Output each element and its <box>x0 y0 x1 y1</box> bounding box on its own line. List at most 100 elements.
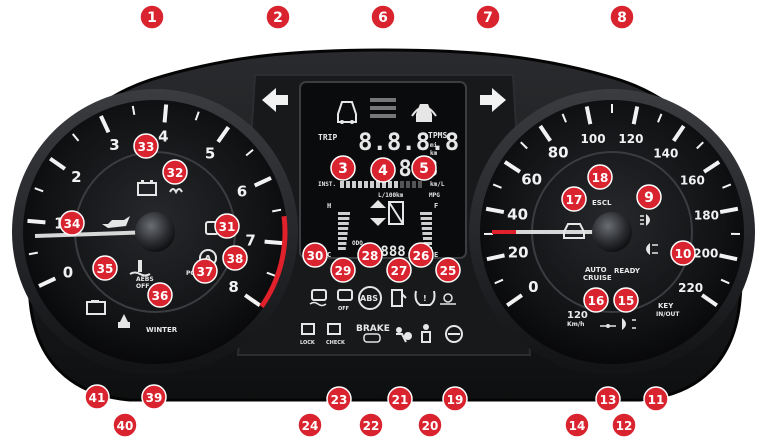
tire-pressure-icon: ! <box>414 290 436 306</box>
svg-text:7: 7 <box>483 10 493 26</box>
svg-text:40: 40 <box>117 419 134 433</box>
abs-icon: ABS <box>358 286 382 310</box>
callout-30: 30 <box>302 242 328 268</box>
tach-minor-tick <box>71 133 80 142</box>
speedo-tick-label: 60 <box>521 170 542 188</box>
tach-tick-label: 2 <box>71 168 81 186</box>
callout-1: 1 <box>139 4 165 30</box>
svg-text:31: 31 <box>219 220 236 234</box>
auto-cruise-label-1: AUTO <box>585 266 607 274</box>
svg-text:!: ! <box>423 294 427 303</box>
callout-34: 34 <box>59 210 85 236</box>
temp-bar-segment <box>338 212 350 215</box>
svg-text:1: 1 <box>147 10 157 26</box>
fuel-bar-segment <box>420 217 432 220</box>
high-beam-icon <box>600 324 616 328</box>
svg-text:24: 24 <box>302 419 319 433</box>
speedo-minor-tick <box>494 278 504 285</box>
tach-minor-tick <box>28 251 38 256</box>
inst-bar-segment <box>418 181 422 188</box>
speedo-tick-label: 160 <box>680 173 705 187</box>
coolant-temp-icon <box>129 260 151 277</box>
svg-text:2: 2 <box>273 10 283 26</box>
callout-26: 26 <box>408 242 434 268</box>
speedo-major-tick <box>700 293 718 308</box>
callout-9: 9 <box>636 184 662 210</box>
speedo-tick-label: 220 <box>678 281 703 295</box>
svg-text:12: 12 <box>616 419 633 433</box>
callout-21: 21 <box>387 386 413 412</box>
svg-text:30: 30 <box>307 249 324 263</box>
callout-27: 27 <box>386 257 412 283</box>
speedo-tick-label: 40 <box>507 206 528 224</box>
callout-19: 19 <box>442 386 468 412</box>
tach-minor-tick <box>266 271 276 277</box>
lcd-mpg-label: MPG <box>429 192 440 199</box>
inst-bar-segment <box>406 181 410 188</box>
aebs-off-label-2: OFF <box>136 283 149 290</box>
temp-bar-segment <box>338 247 346 250</box>
tach-tick-label: 7 <box>245 231 255 249</box>
svg-text:17: 17 <box>566 193 583 207</box>
callout-13: 13 <box>595 386 621 412</box>
fuel-icon <box>391 289 407 307</box>
svg-text:21: 21 <box>392 393 409 407</box>
inst-bar-segment <box>412 181 416 188</box>
svg-text:16: 16 <box>588 294 605 308</box>
svg-text:38: 38 <box>227 252 244 266</box>
speedo-major-tick <box>702 160 721 174</box>
callout-11: 11 <box>643 386 669 412</box>
glow-plug-icon <box>169 188 183 195</box>
tach-tick-label: 3 <box>109 136 119 154</box>
fuel-gauge-e: E <box>434 251 438 259</box>
svg-text:19: 19 <box>447 393 464 407</box>
svg-text:5: 5 <box>419 161 429 177</box>
four-wd-lock-label: LOCK <box>300 340 316 346</box>
svg-text:10: 10 <box>675 247 692 261</box>
lcd-unit-km: km <box>430 150 438 157</box>
seatbelt-icon <box>421 324 431 343</box>
escl-label: ESCL <box>592 199 612 207</box>
lcd-odo-label: ODO <box>352 240 363 247</box>
svg-text:26: 26 <box>413 249 430 263</box>
four-wd-check-label: CHECK <box>326 340 346 346</box>
callout-5: 5 <box>411 155 437 181</box>
tach-minor-tick <box>245 148 254 157</box>
inst-bar-segment <box>340 181 344 188</box>
right-turn-signal-icon <box>480 88 506 112</box>
lcd-kml-label: km/L <box>430 181 445 188</box>
svg-text:23: 23 <box>331 393 348 407</box>
callout-22: 22 <box>358 412 384 438</box>
svg-text:36: 36 <box>152 289 169 303</box>
inst-bar-segment <box>382 181 386 188</box>
svg-text:14: 14 <box>569 419 586 433</box>
rear-fog-icon <box>622 318 636 330</box>
speedo-minor-tick <box>492 183 502 189</box>
callout-31: 31 <box>214 213 240 239</box>
speedo-minor-tick <box>520 141 528 150</box>
callout-33: 33 <box>133 133 159 159</box>
fuel-bar-segment <box>421 222 432 225</box>
svg-text:32: 32 <box>167 166 184 180</box>
key-label-1: KEY <box>658 302 674 310</box>
fuel-bar-segment <box>423 242 432 245</box>
svg-text:41: 41 <box>89 391 106 405</box>
lcd-trip-label: TRIP <box>318 133 337 142</box>
speedo-major-tick <box>503 160 522 174</box>
brake-warning-icon: BRAKE <box>356 324 390 343</box>
side-light-icon <box>440 293 456 305</box>
speedo-hub <box>592 212 632 252</box>
temp-gauge-bars <box>338 212 350 250</box>
tach-minor-tick <box>194 111 200 121</box>
speedo-major-tick <box>719 206 739 215</box>
svg-text:11: 11 <box>648 393 665 407</box>
tach-tick-label: 5 <box>205 144 215 162</box>
inst-bar-segment <box>364 181 368 188</box>
svg-text:15: 15 <box>618 294 635 308</box>
svg-text:35: 35 <box>97 262 114 276</box>
speedo-major-tick <box>538 124 553 143</box>
callout-10: 10 <box>670 240 696 266</box>
tach-redline <box>259 215 288 308</box>
speedo-tick-label: 20 <box>508 243 529 261</box>
